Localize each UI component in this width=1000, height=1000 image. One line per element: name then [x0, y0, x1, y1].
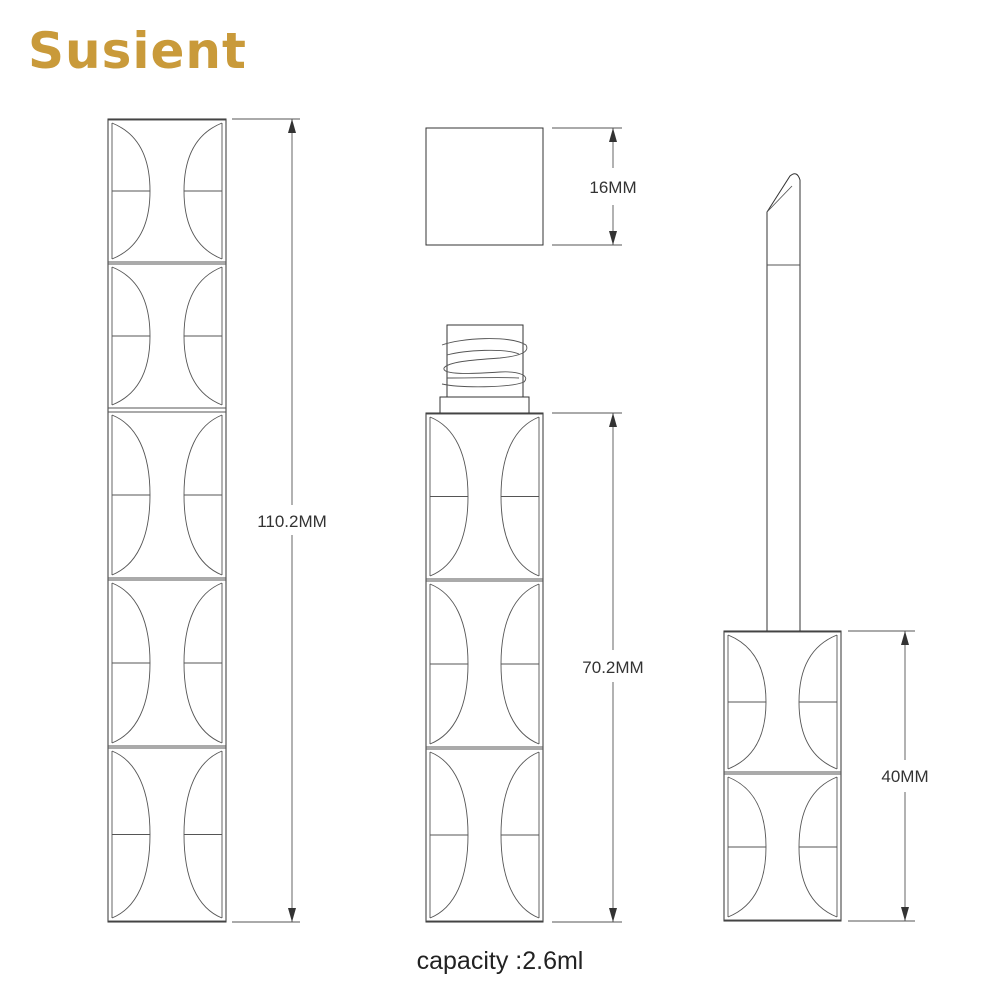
- total-height-label: 110.2MM: [257, 512, 327, 531]
- brand-logo: Susient: [28, 22, 247, 80]
- bottle-drawing: [425, 324, 544, 923]
- cap-height-label: 16MM: [589, 178, 636, 197]
- applicator-wand-drawing: [723, 173, 842, 922]
- dimension-bottle-height: 70.2MM: [552, 412, 644, 923]
- dimension-cap-height: 16MM: [552, 127, 637, 246]
- bottle-height-label: 70.2MM: [582, 658, 643, 677]
- cap-drawing: [425, 127, 544, 246]
- capacity-caption: capacity :2.6ml: [416, 947, 584, 975]
- dimension-total-height: 110.2MM: [232, 118, 327, 923]
- dimension-wand-handle-height: 40MM: [848, 630, 929, 922]
- assembled-tube-drawing: [107, 118, 227, 923]
- wand-handle-height-label: 40MM: [881, 767, 928, 786]
